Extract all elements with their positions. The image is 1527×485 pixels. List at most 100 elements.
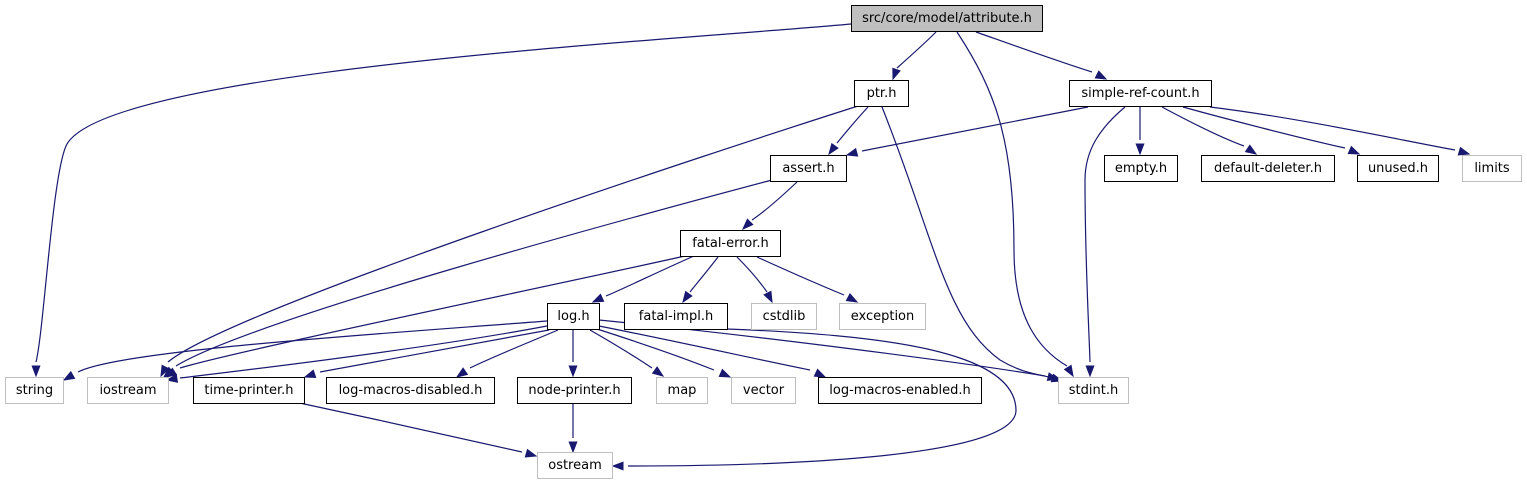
node-fatal-error[interactable]: fatal-error.h (680, 230, 781, 257)
edge-line (469, 329, 559, 369)
node-box (656, 377, 708, 404)
node-label: ostream (548, 458, 602, 473)
node-log-macros-disabled[interactable]: log-macros-disabled.h (326, 377, 495, 404)
arrowhead (651, 366, 665, 377)
node-label: cstdlib (763, 309, 806, 324)
edge-ptr-to-iostream (160, 105, 859, 378)
node-node-printer[interactable]: node-printer.h (517, 377, 632, 404)
node-box (193, 377, 305, 404)
arrowhead (160, 364, 170, 378)
node-log-macros-enabled[interactable]: log-macros-enabled.h (818, 377, 982, 404)
node-empty[interactable]: empty.h (1104, 155, 1178, 182)
node-assert[interactable]: assert.h (770, 155, 847, 182)
arrowhead (1347, 145, 1361, 155)
arrowhead (31, 365, 41, 378)
edge-line (179, 255, 686, 369)
edge-line (589, 329, 653, 369)
arrowhead (813, 368, 827, 378)
edge-line (605, 255, 695, 297)
edge-line (881, 106, 1050, 378)
node-simple-ref-count[interactable]: simple-ref-count.h (1069, 80, 1212, 107)
node-stdint: stdint.h (1058, 377, 1129, 404)
node-box (547, 303, 600, 330)
edge-assert-to-fatal_error (742, 181, 798, 230)
arrowhead (1063, 364, 1074, 378)
edge-line (35, 23, 852, 363)
node-exception: exception (839, 303, 926, 330)
node-label: vector (743, 383, 785, 398)
node-box (818, 377, 982, 404)
node-vector: vector (731, 377, 796, 404)
arrowhead (1094, 70, 1108, 80)
edge-line (1161, 106, 1245, 147)
node-log[interactable]: log.h (547, 303, 600, 330)
edge-log-to-vector (596, 328, 732, 378)
node-ptr[interactable]: ptr.h (854, 80, 909, 107)
node-box (770, 155, 847, 182)
arrowhead (455, 367, 469, 378)
arrowhead (763, 290, 773, 304)
node-label: assert.h (782, 161, 834, 176)
node-box (851, 5, 1043, 32)
arrowhead (682, 290, 693, 304)
arrowhead (165, 373, 179, 383)
node-label: limits (1474, 161, 1510, 176)
edge-line (836, 106, 869, 144)
arrowhead (828, 142, 839, 156)
node-label: empty.h (1115, 161, 1167, 176)
edge-line (596, 328, 715, 371)
node-time-printer[interactable]: time-printer.h (193, 377, 305, 404)
arrowhead (1135, 143, 1145, 156)
edge-line (896, 31, 937, 69)
arrowhead (591, 293, 605, 303)
edge-log-to-log_macros_disabled (455, 329, 559, 378)
node-label: iostream (99, 383, 156, 398)
node-box (1104, 155, 1178, 182)
edge-fatal_error-to-log (591, 255, 695, 303)
edge-line (627, 328, 1017, 467)
edge-line (1209, 106, 1456, 151)
edge-line (751, 181, 798, 221)
arrowhead (892, 67, 901, 81)
edges-layer (31, 23, 1471, 471)
node-box (751, 303, 817, 330)
node-label: default-deleter.h (1214, 161, 1322, 176)
node-label: ptr.h (867, 86, 897, 101)
node-box (731, 377, 796, 404)
nodes-layer: src/core/model/attribute.h ptr.h simple-re… (5, 5, 1522, 479)
node-limits: limits (1462, 155, 1522, 182)
edge-fatal_error-to-cstdlib (736, 256, 773, 304)
node-label: stdint.h (1069, 383, 1118, 398)
node-fatal-impl[interactable]: fatal-impl.h (624, 303, 728, 330)
node-label: fatal-error.h (692, 236, 769, 251)
edge-log-to-time_printer (303, 329, 550, 378)
edge-fatal_error-to-fatal_impl (682, 256, 719, 304)
edge-log-to-map (589, 329, 665, 377)
arrowhead (742, 218, 754, 230)
edge-fatal_error-to-iostream (164, 255, 686, 378)
arrowhead (568, 365, 578, 378)
arrowhead (568, 441, 578, 454)
edge-attribute-to-simple_ref_count (975, 31, 1108, 80)
node-default-deleter[interactable]: default-deleter.h (1201, 155, 1335, 182)
arrowhead (1244, 144, 1258, 155)
edge-simple_ref_count-to-unused (1182, 106, 1361, 155)
node-box (1462, 155, 1522, 182)
node-label: src/core/model/attribute.h (862, 11, 1032, 26)
edge-line (175, 179, 773, 367)
node-box (326, 377, 495, 404)
edge-line (736, 256, 768, 293)
arrowhead (611, 461, 624, 471)
node-unused[interactable]: unused.h (1357, 155, 1439, 182)
edge-line (598, 325, 811, 371)
node-attribute[interactable]: src/core/model/attribute.h (851, 5, 1043, 32)
edge-ptr-to-assert (828, 106, 869, 156)
node-box (624, 303, 728, 330)
edge-simple_ref_count-to-assert (845, 106, 1089, 157)
node-label: log-macros-disabled.h (339, 383, 483, 398)
node-label: log-macros-enabled.h (829, 383, 970, 398)
node-string: string (5, 377, 64, 404)
node-box (537, 452, 613, 479)
edge-line (956, 31, 1068, 367)
